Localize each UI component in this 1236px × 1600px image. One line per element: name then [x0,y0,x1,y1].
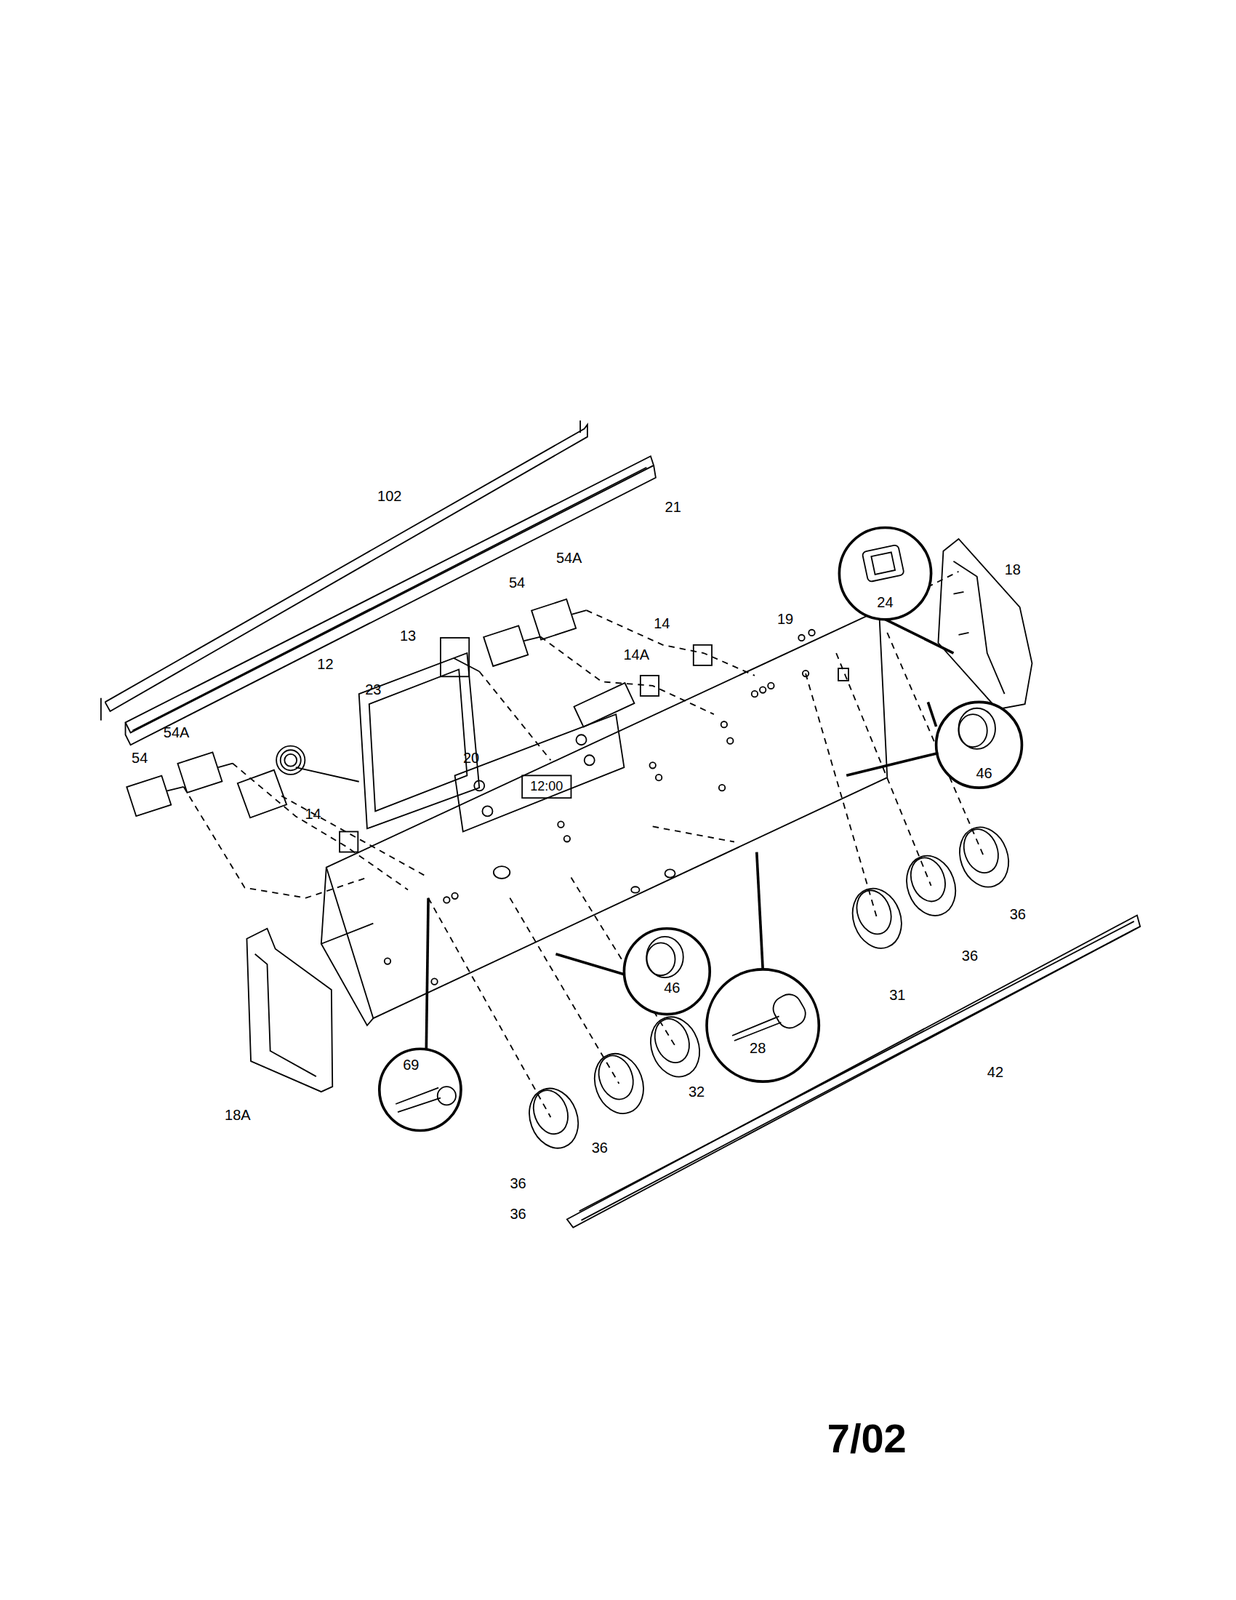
callout-number: 23 [363,681,383,698]
assembly-line [183,571,984,1117]
callout-number: 36 [1008,905,1028,922]
callout-number: 54A [554,549,584,566]
control-knob [493,820,1017,1155]
callout-number: 42 [985,1063,1005,1080]
callout-number: 18 [1003,561,1023,578]
callout-number: 18A [223,1106,253,1123]
trim-bar [101,420,588,720]
control-panel [321,602,888,1026]
callout-number: 102 [375,487,403,504]
callout-number: 14 [303,805,323,822]
thermostat [237,745,360,818]
callout-number: 36 [508,1174,528,1191]
part-detail [395,544,996,1112]
callout-number: 54A [162,724,192,741]
switch [440,637,480,677]
callout-number: 36 [508,1205,528,1222]
frame [359,652,480,829]
callout-number: 28 [748,1039,768,1056]
callout-number: 46 [974,764,994,781]
clip [339,644,712,853]
callout-number: 54 [507,574,527,591]
callout-number: 36 [590,1139,610,1156]
callout-number: 69 [401,1056,421,1073]
end-cap [937,538,1032,709]
callout-number: 31 [887,986,907,1003]
end-cap [246,928,333,1092]
trim-bar [567,914,1141,1227]
callout-number: 24 [875,594,895,611]
callout-number: 19 [775,610,795,627]
callout-number: 12 [315,655,335,672]
channel-bar [125,455,656,745]
rocker-switch [126,599,587,816]
callout-number: 46 [662,979,682,996]
callout-number: 36 [960,947,980,964]
callout-number: 12:00 [528,778,565,794]
date-code: 7/02 [825,1417,909,1460]
clock-board [455,713,625,832]
callout-number: 54 [130,749,150,766]
callout-number: 20 [461,749,481,766]
callout-number: 14 [652,615,672,632]
callout-number: 13 [398,627,418,644]
callout-number: 32 [687,1083,706,1100]
callout-number: 14A [621,646,651,663]
callout-number: 21 [663,498,683,515]
callout-circle [379,527,1023,1130]
